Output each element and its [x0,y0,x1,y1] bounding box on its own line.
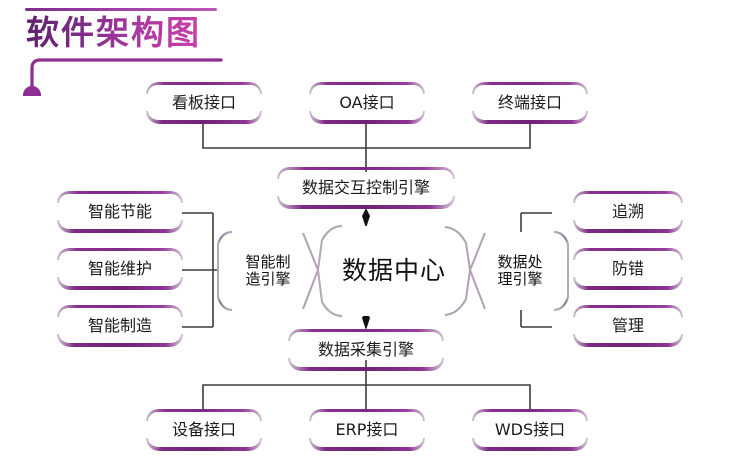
pill-cap-bottom [573,277,683,290]
pill-label: 智能制造 [87,315,152,335]
pill-label: 数据采集引擎 [317,339,414,359]
pill-label: 终端接口 [497,92,562,112]
pill-label: 设备接口 [171,419,236,439]
pill-label: ERP接口 [335,419,399,439]
pill-cap-bottom [57,220,183,233]
diamond-marker-top [362,208,370,228]
collect-engine-box[interactable]: 数据采集引擎 [288,329,444,371]
pill-cap-bottom [573,334,683,347]
pill-cap-bottom [309,111,425,124]
pill-cap-bottom [146,111,262,124]
left-module-manufacturing[interactable]: 智能制造 [57,305,183,347]
pill-cap-bottom [146,438,262,451]
bottom-interface-wds[interactable]: WDS接口 [472,409,588,451]
control-engine-box[interactable]: 数据交互控制引擎 [277,167,455,209]
left-engine-shape [216,230,320,312]
title-underline-hook [23,58,223,96]
right-module-management[interactable]: 管理 [573,305,683,347]
right-engine-shape [468,230,570,312]
pill-cap-bottom [57,277,183,290]
pill-label: OA接口 [339,92,395,112]
left-engine-label: 智能制 造引擎 [245,253,291,288]
bottom-interface-erp[interactable]: ERP接口 [309,409,425,451]
pill-label: 管理 [611,315,644,335]
right-module-traceability[interactable]: 追溯 [573,191,683,233]
pill-label: WDS接口 [494,419,566,439]
right-engine-label: 数据处 理引擎 [497,253,543,288]
top-interface-kanban[interactable]: 看板接口 [146,82,262,124]
pill-label: 智能节能 [87,201,152,221]
pill-label: 追溯 [611,201,644,221]
pill-cap-bottom [277,196,455,209]
pill-cap-bottom [309,438,425,451]
right-module-errorproof[interactable]: 防错 [573,248,683,290]
pill-cap-bottom [573,220,683,233]
pill-cap-bottom [472,438,588,451]
pill-cap-bottom [288,358,444,371]
pill-label: 防错 [611,258,644,278]
bottom-interface-device[interactable]: 设备接口 [146,409,262,451]
pill-label: 看板接口 [171,92,236,112]
pill-label: 智能维护 [87,258,152,278]
left-module-energy[interactable]: 智能节能 [57,191,183,233]
pill-label: 数据交互控制引擎 [301,177,430,197]
top-interface-terminal[interactable]: 终端接口 [472,82,588,124]
top-interface-oa[interactable]: OA接口 [309,82,425,124]
page-title: 软件架构图 [26,13,201,52]
data-center-label: 数据中心 [341,256,446,285]
left-module-maintenance[interactable]: 智能维护 [57,248,183,290]
title-top-rule [25,8,217,11]
pill-cap-bottom [472,111,588,124]
pill-cap-bottom [57,334,183,347]
data-center-shape [316,224,472,319]
